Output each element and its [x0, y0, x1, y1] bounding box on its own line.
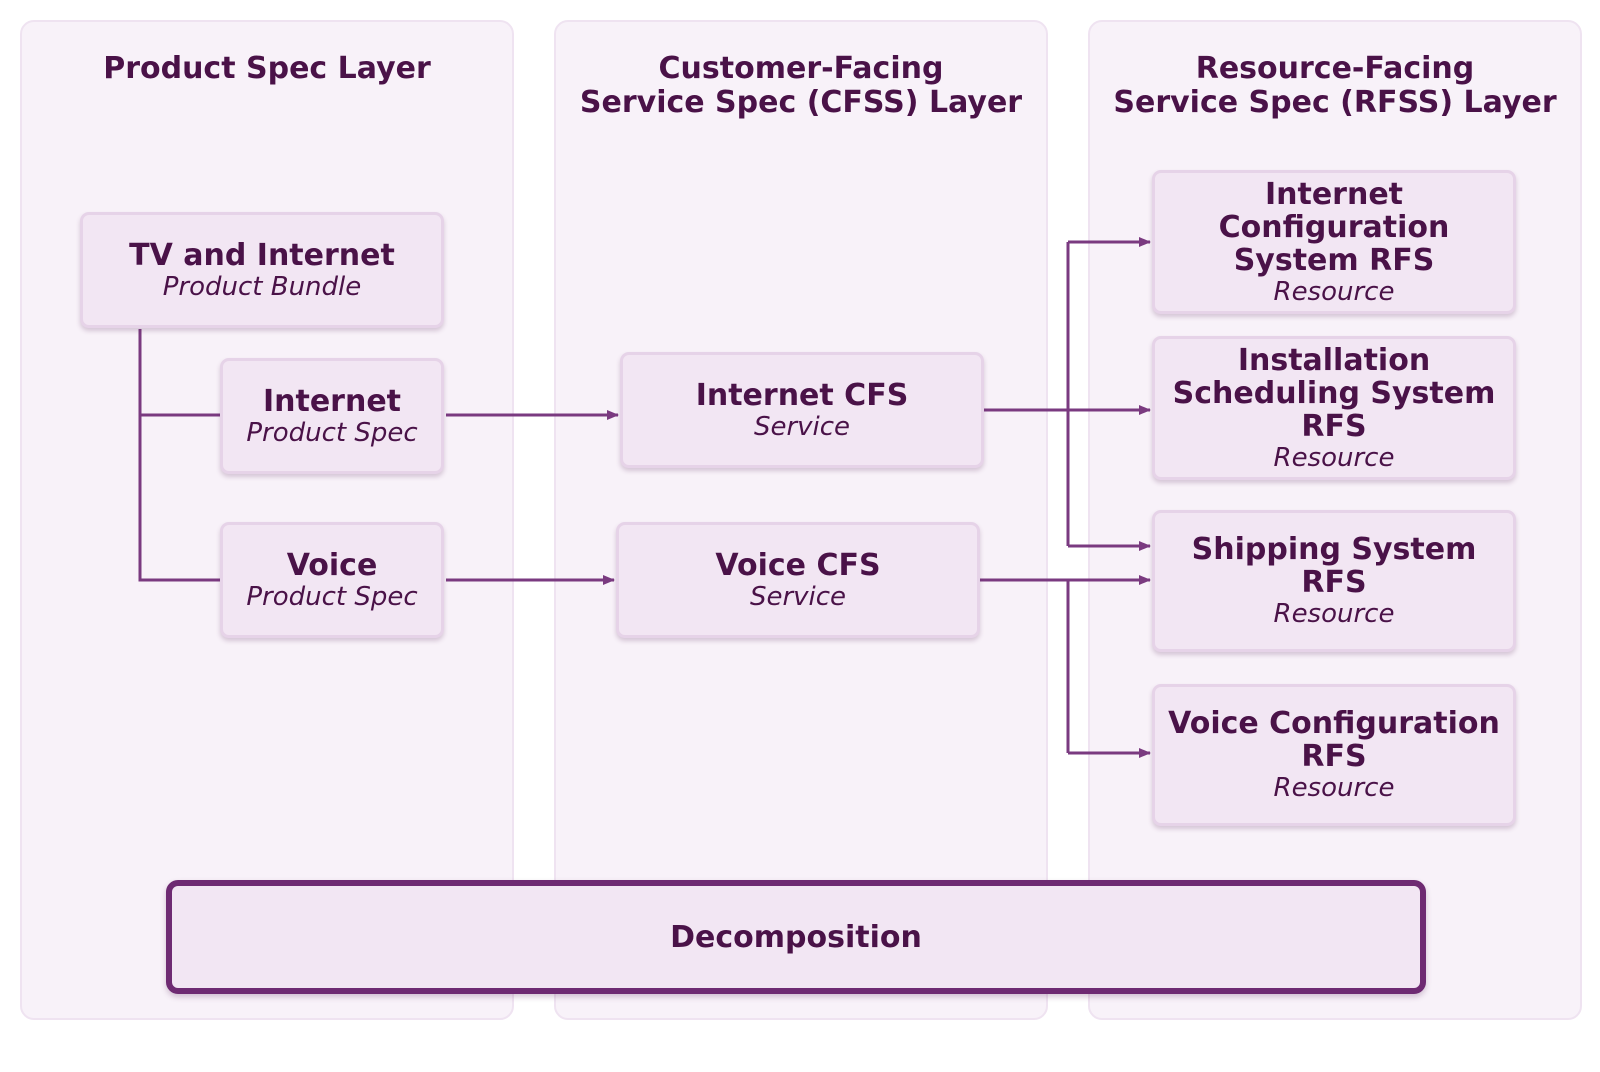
decomposition-label: Decomposition	[670, 919, 922, 955]
product-spec-layer-title: Product Spec Layer	[103, 51, 431, 86]
node-internet-product-spec: Internet Product Spec	[220, 358, 444, 474]
node-shipping-system-rfs: Shipping System RFS Resource	[1152, 510, 1516, 652]
cfss-layer: Customer-Facing Service Spec (CFSS) Laye…	[554, 20, 1048, 1020]
voice-cfs-branch	[980, 578, 1070, 753]
decomposition-bar: Decomposition	[166, 880, 1426, 994]
node-tv-and-internet: TV and Internet Product Bundle	[80, 212, 444, 328]
node-installation-scheduling-rfs: Installation Scheduling System RFS Resou…	[1152, 336, 1516, 480]
internet-cfs-branch	[984, 242, 1070, 546]
node-voice-cfs: Voice CFS Service	[616, 522, 980, 638]
node-voice-product-spec: Voice Product Spec	[220, 522, 444, 638]
node-internet-cfs: Internet CFS Service	[620, 352, 984, 468]
cfss-layer-title: Customer-Facing Service Spec (CFSS) Laye…	[579, 51, 1023, 120]
rfss-layer-title: Resource-Facing Service Spec (RFSS) Laye…	[1113, 51, 1557, 120]
node-internet-configuration-rfs: Internet Configuration System RFS Resour…	[1152, 170, 1516, 314]
bundle-tree-line	[138, 329, 220, 582]
product-spec-layer: Product Spec Layer	[20, 20, 514, 1020]
node-voice-configuration-rfs: Voice Configuration RFS Resource	[1152, 684, 1516, 826]
